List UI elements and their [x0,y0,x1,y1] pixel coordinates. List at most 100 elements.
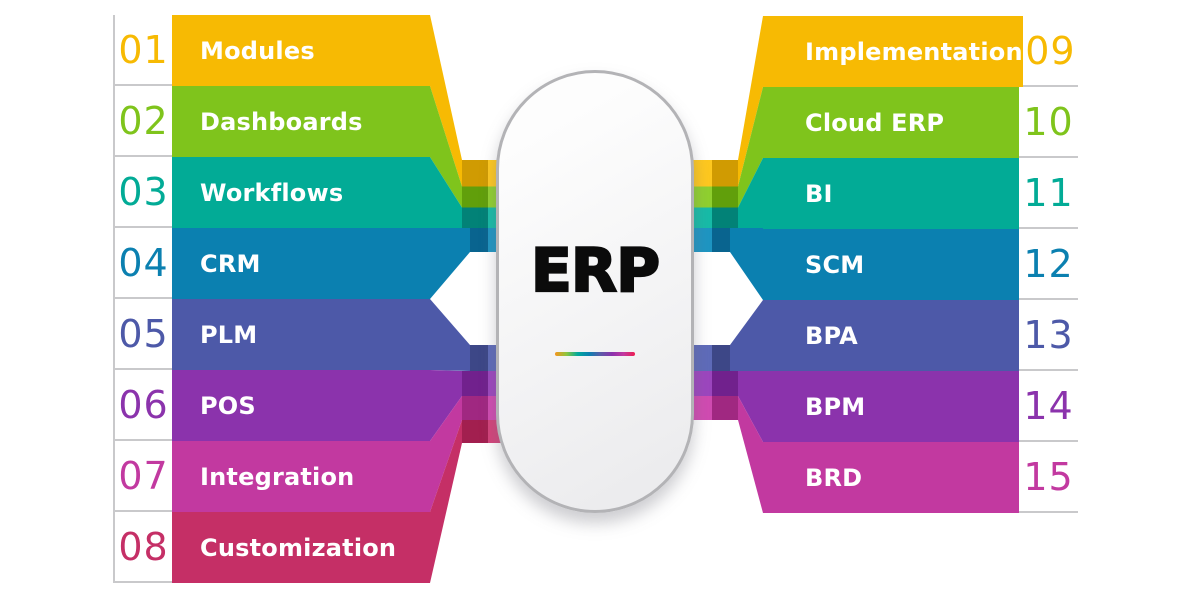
ribbon-right-14-fold [712,371,738,396]
number-cell: 03 [113,157,172,228]
number-cell: 10 [1019,87,1078,158]
left-row-customization: 08 Customization [113,512,430,583]
row-label: Customization [200,533,397,562]
ribbon-left-7-fold [462,396,488,420]
right-row-cloud-erp: Cloud ERP 10 [763,87,1078,158]
row-number: 09 [1025,28,1076,73]
row-number: 06 [118,382,169,427]
row-number: 13 [1023,312,1074,357]
ribbon-left-1-main [430,15,462,187]
ribbon-left-3-fold [462,207,488,228]
ribbon-right-12-fold [712,228,730,252]
row-label: Modules [200,36,315,65]
row-label: BPM [805,392,866,421]
ribbon-left-6-main [430,370,462,441]
row-number: 14 [1023,383,1074,428]
left-row-crm: 04 CRM [113,228,430,299]
ribbon-right-13-main [730,300,763,371]
ribbon-left-1-fold [462,160,488,187]
number-cell: 15 [1019,442,1078,513]
row-bar: SCM [763,229,1019,300]
ribbon-left-5-fold [470,345,488,371]
row-label: Implementation [805,37,1023,66]
ribbon-left-5-main [430,299,470,371]
number-cell: 05 [113,299,172,370]
ribbon-left-4-fold [470,228,488,252]
number-cell: 12 [1019,229,1078,300]
number-cell: 01 [113,15,172,86]
erp-center-title: ERP [530,236,661,306]
ribbon-left-4-main [430,228,470,299]
number-cell: 09 [1022,16,1078,87]
ribbon-right-11-main [738,158,763,229]
ribbon-right-10-fold [712,186,738,208]
row-number: 07 [118,453,169,498]
number-cell: 08 [113,512,172,583]
left-row-integration: 07 Integration [113,441,430,512]
row-bar: CRM [172,228,430,299]
ribbon-left-8-main [430,420,462,583]
ribbon-right-11-fold [712,207,738,228]
ribbon-right-15-main [738,396,763,513]
ribbon-left-2-fold [462,186,488,208]
row-number: 01 [118,27,169,72]
right-row-bpa: BPA 13 [763,300,1078,371]
row-number: 04 [118,240,169,285]
ribbon-left-8-fold [462,420,488,443]
row-bar: Modules [172,15,430,86]
right-row-implementation: Implementation 09 [763,16,1078,87]
row-bar: Implementation [763,16,1023,87]
row-bar: Workflows [172,157,430,228]
number-cell: 11 [1019,158,1078,229]
left-row-modules: 01 Modules [113,15,430,86]
row-bar: Dashboards [172,86,430,157]
left-row-dashboards: 02 Dashboards [113,86,430,157]
row-number: 15 [1023,454,1074,499]
ribbon-left-7-main [430,396,462,512]
number-cell: 06 [113,370,172,441]
row-number: 12 [1023,241,1074,286]
row-number: 11 [1023,170,1074,215]
row-bar: Integration [172,441,430,512]
left-row-plm: 05 PLM [113,299,430,370]
number-cell: 04 [113,228,172,299]
rainbow-underline [555,352,635,356]
ribbon-right-15-fold [712,396,738,420]
row-label: Integration [200,462,355,491]
row-number: 03 [118,169,169,214]
row-label: BRD [805,463,863,492]
right-row-brd: BRD 15 [763,442,1078,513]
row-label: SCM [805,250,865,279]
erp-center-capsule: ERP [496,70,694,513]
row-bar: BPM [763,371,1019,442]
row-label: Dashboards [200,107,363,136]
row-bar: PLM [172,299,430,370]
ribbon-right-13-fold [712,345,730,371]
right-row-bi: BI 11 [763,158,1078,229]
row-number: 10 [1023,99,1074,144]
row-bar: BRD [763,442,1019,513]
left-row-pos: 06 POS [113,370,430,441]
row-label: Workflows [200,178,344,207]
row-label: BPA [805,321,858,350]
ribbon-left-3-main [430,157,462,228]
row-bar: POS [172,370,430,441]
ribbon-left-6-fold [462,371,488,396]
number-cell: 07 [113,441,172,512]
ribbon-right-14-main [738,371,763,442]
ribbon-right-12-main [730,228,763,300]
left-row-workflows: 03 Workflows [113,157,430,228]
ribbon-right-9-main [738,16,763,187]
row-number: 05 [118,311,169,356]
row-bar: Cloud ERP [763,87,1019,158]
row-label: BI [805,179,833,208]
row-number: 08 [118,524,169,569]
row-bar: BI [763,158,1019,229]
number-cell: 14 [1019,371,1078,442]
right-row-bpm: BPM 14 [763,371,1078,442]
row-number: 02 [118,98,169,143]
row-bar: Customization [172,512,430,583]
ribbon-right-10-main [738,87,763,208]
ribbon-right-9-fold [712,160,738,187]
